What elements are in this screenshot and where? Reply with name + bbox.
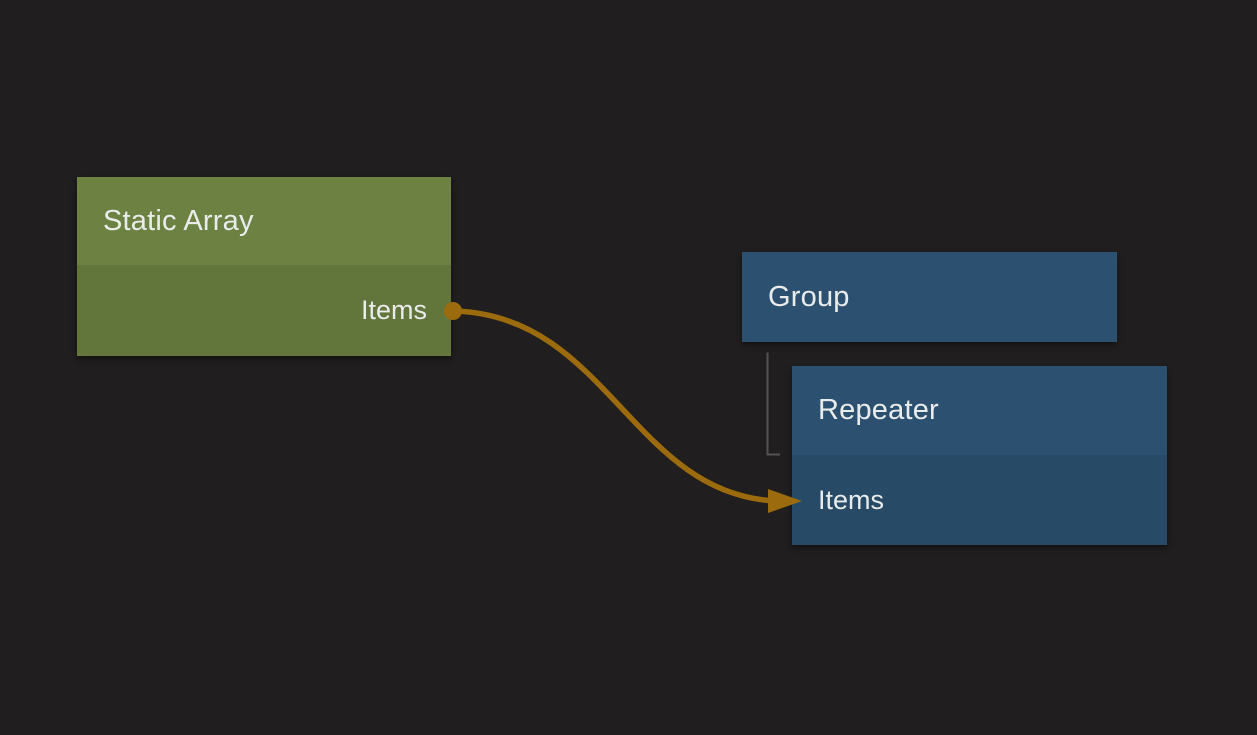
node-static-array-header[interactable]: Static Array: [77, 177, 451, 265]
parent-child-connector: [766, 352, 780, 456]
node-static-array-title: Static Array: [103, 204, 254, 237]
node-group-title: Group: [768, 280, 850, 313]
node-repeater-title: Repeater: [818, 394, 939, 426]
node-static-array[interactable]: Static Array Items: [77, 177, 451, 356]
connection-wire[interactable]: [452, 308, 779, 504]
node-group[interactable]: Group: [742, 252, 1117, 342]
node-group-header[interactable]: Group: [742, 252, 1117, 342]
node-repeater-body: Items: [792, 455, 1167, 545]
node-repeater-header[interactable]: Repeater: [792, 366, 1167, 455]
node-repeater[interactable]: Repeater Items: [792, 366, 1167, 545]
items-output-port-label: Items: [360, 295, 427, 325]
node-static-array-body: Items: [77, 265, 451, 356]
items-input-port-label: Items: [818, 484, 885, 515]
